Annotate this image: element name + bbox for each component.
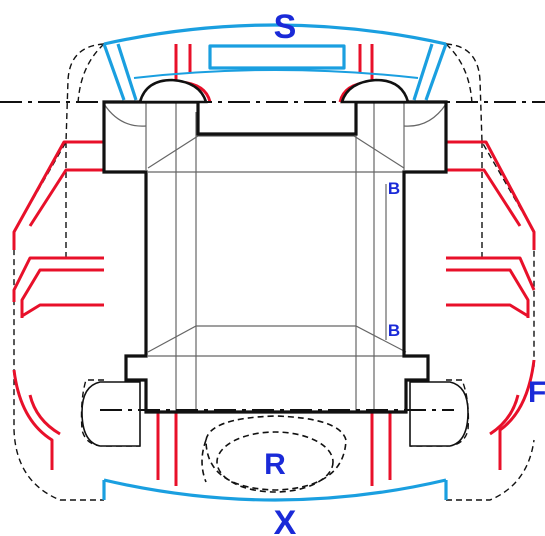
spare-wheel-outer (205, 415, 347, 491)
top-right-pillar-inner (424, 43, 448, 101)
sunroof-rectangle (208, 44, 346, 70)
top-left-pillar-inner (102, 43, 126, 101)
label-lower-right-b: B (388, 321, 400, 340)
bottom-rear-arc (103, 478, 447, 502)
black-frame (102, 100, 448, 414)
bottom-wheel-boxes (81, 381, 469, 447)
label-top-s: S (274, 8, 297, 46)
dash-dot-lines (0, 101, 545, 411)
frame-outline (102, 100, 448, 414)
blue-elements (102, 23, 448, 502)
gray-structural-lines (103, 100, 447, 412)
top-arch-fills (138, 78, 410, 104)
spare-wheel-inner (216, 431, 334, 493)
top-right-pillar (412, 43, 434, 101)
label-upper-right-b: B (388, 179, 400, 198)
top-windshield-inner-line (133, 69, 419, 79)
top-left-pillar (116, 43, 138, 101)
bottom-dashed-shapes (201, 415, 347, 493)
label-center-r: R (264, 448, 286, 481)
label-bottom-x: X (274, 504, 297, 536)
label-right-edge-f: F (528, 376, 545, 409)
top-windshield-arc (103, 23, 447, 46)
